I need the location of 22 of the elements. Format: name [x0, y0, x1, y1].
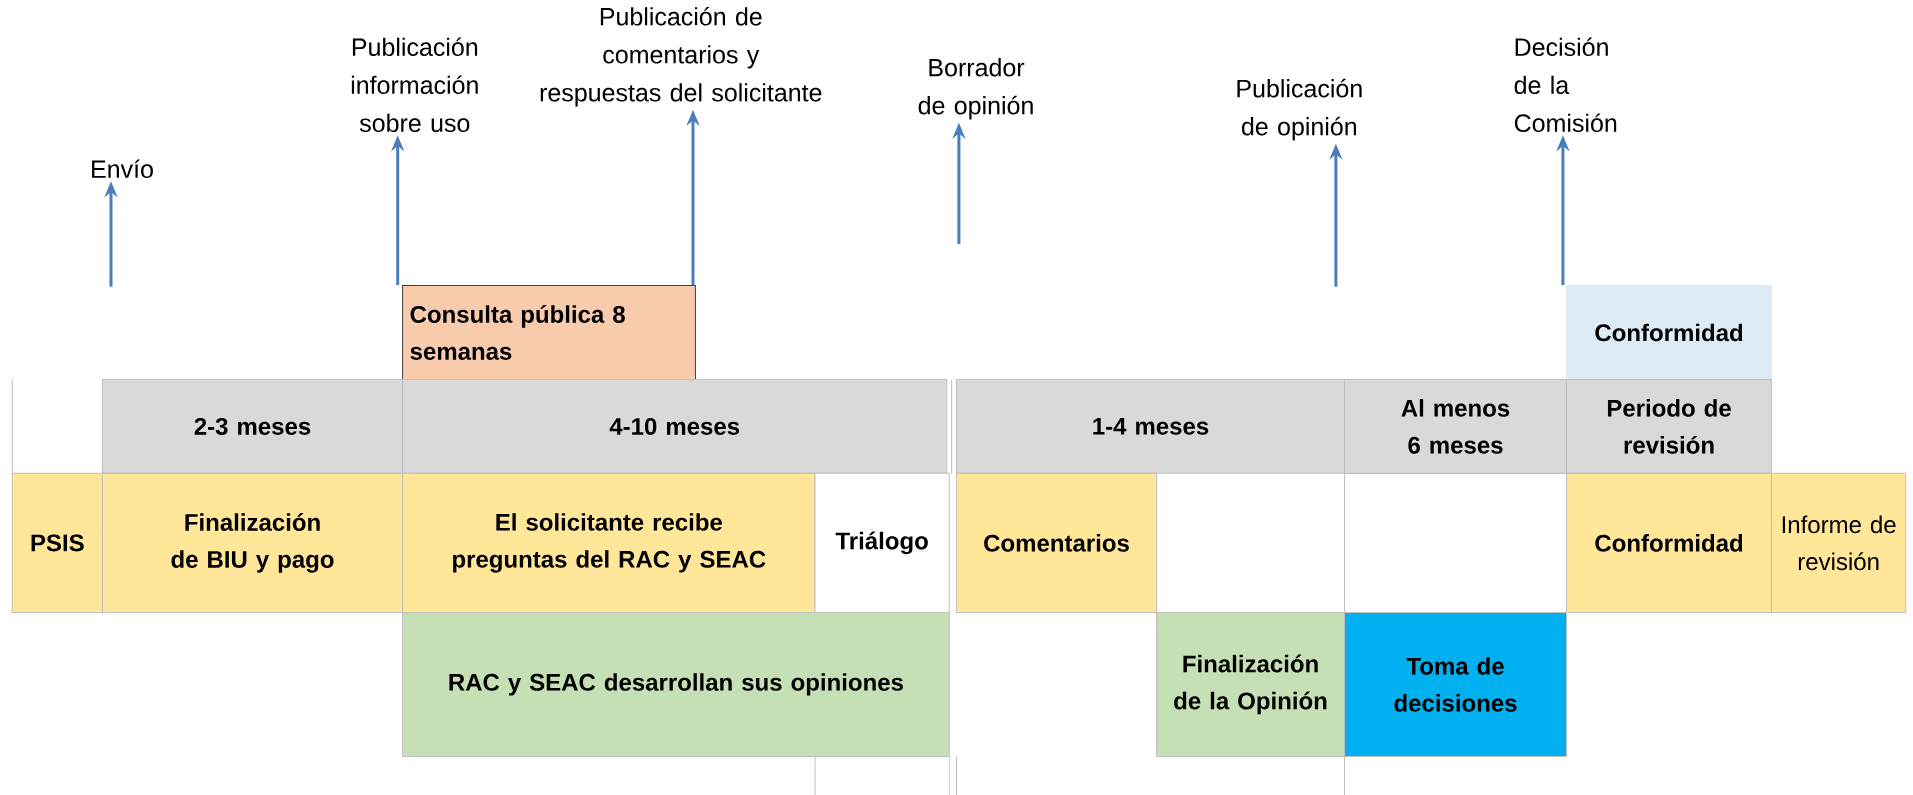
step-box: Conformidad	[1566, 472, 1773, 613]
step-box: Comentarios	[955, 472, 1158, 613]
milestone-label: Envío	[92, 159, 153, 179]
milestone-label: Publicación de opinión	[1237, 78, 1362, 141]
step-box: Toma de decisiones	[1344, 611, 1567, 757]
step-box: PSIS	[11, 472, 103, 613]
milestone-label: Publicación información sobre uso	[351, 37, 478, 133]
duration-cell: 4-10 meses	[402, 378, 948, 474]
milestone-label: Borrador de opinión	[918, 58, 1033, 120]
step-box: Triálogo	[814, 472, 950, 613]
step-box: RAC y SEAC desarrollan sus opiniones	[402, 611, 950, 757]
duration-cell: 1-4 meses	[956, 378, 1345, 474]
duration-cell: 2-3 meses	[101, 378, 404, 474]
phase-box: Conformidad	[1566, 285, 1773, 380]
step-box: El solicitante recibe preguntas del RAC y SEAC	[402, 472, 816, 613]
step-box: Informe de revisión	[1771, 472, 1907, 613]
milestone-label: Publicación de comentarios y respuestas del solicitante	[540, 6, 822, 107]
consultation-box: Consulta pública 8 semanas	[402, 285, 696, 380]
step-box: Finalización de la Opinión	[1156, 611, 1345, 757]
duration-cell: Al menos 6 meses	[1344, 378, 1567, 474]
duration-cell: Periodo de revisión	[1566, 378, 1773, 474]
milestone-label: Decisión de la Comisión	[1514, 37, 1617, 133]
